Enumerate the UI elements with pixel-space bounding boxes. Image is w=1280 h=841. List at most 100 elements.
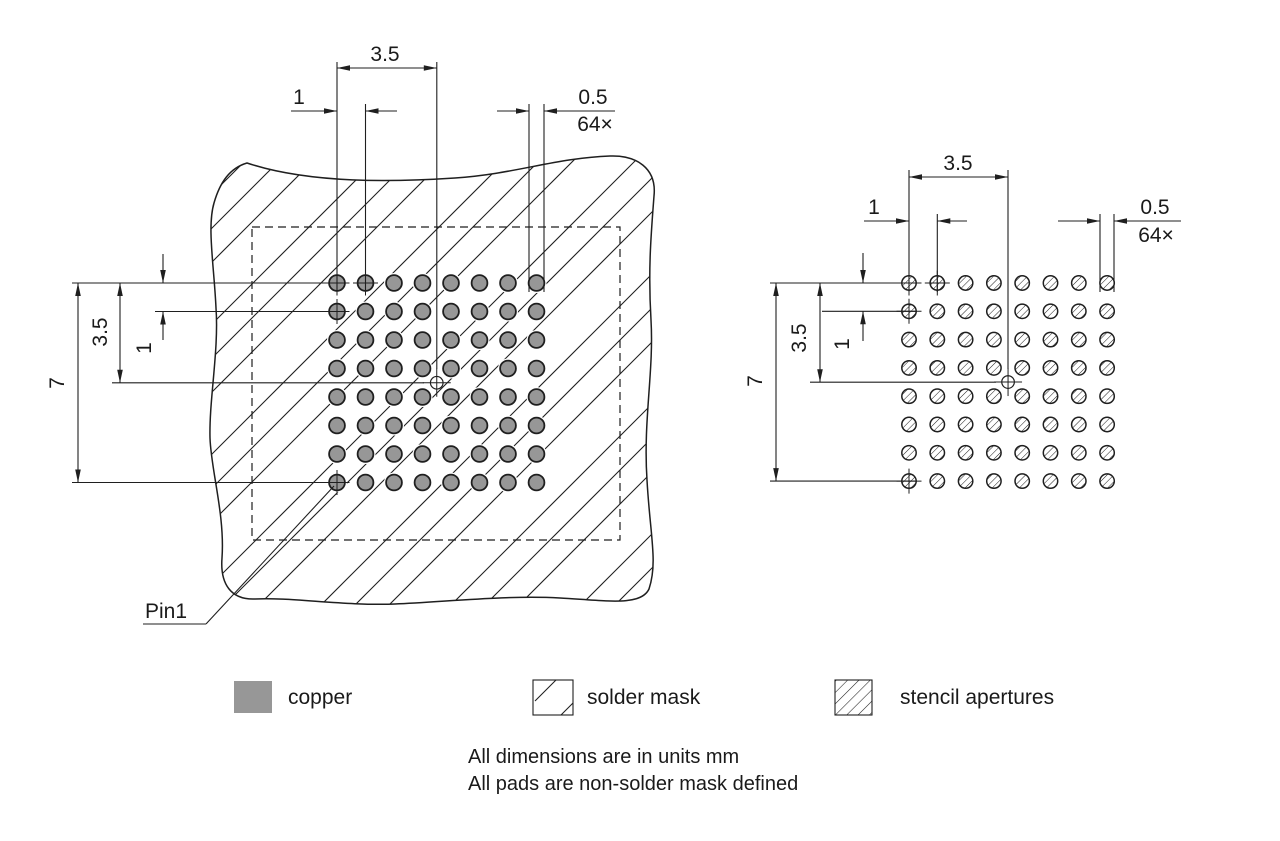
copper-pad bbox=[413, 331, 432, 349]
copper-pad bbox=[499, 274, 517, 292]
dim-label-row-pitch: 1 bbox=[133, 342, 156, 354]
stencil-aperture bbox=[957, 331, 974, 348]
stencil-aperture bbox=[957, 359, 974, 376]
stencil-aperture bbox=[1070, 473, 1087, 490]
drawing-notes: All dimensions are in units mm All pads … bbox=[468, 746, 798, 795]
solder-mask-hatch-line bbox=[209, 155, 625, 605]
copper-pad bbox=[356, 388, 375, 406]
stencil-aperture bbox=[901, 331, 917, 348]
copper-pad bbox=[442, 359, 460, 378]
stencil-aperture bbox=[1014, 275, 1031, 291]
solder-mask-hatch-line bbox=[209, 155, 655, 605]
stencil-aperture bbox=[1042, 359, 1059, 376]
solder-mask-hatch-line bbox=[209, 155, 461, 605]
stencil-aperture bbox=[1014, 444, 1031, 461]
stencil-aperture bbox=[1070, 359, 1087, 376]
solder-mask-hatch-line bbox=[209, 155, 331, 605]
solder-mask-hatch-line bbox=[209, 155, 591, 605]
copper-pad bbox=[385, 388, 403, 406]
solder-mask-hatch-line bbox=[275, 155, 655, 605]
right-view-labels: 3.5 1 0.5 64× 7 3.5 1 bbox=[744, 152, 1174, 387]
solder-mask-hatch bbox=[0, 110, 655, 650]
copper-pad bbox=[527, 302, 546, 321]
copper-pad bbox=[470, 274, 489, 292]
solder-mask-hatch-line bbox=[213, 155, 655, 605]
dim-label-pad-diameter: 0.5 bbox=[1140, 196, 1169, 219]
stencil-aperture bbox=[985, 275, 1002, 291]
copper-pad bbox=[442, 445, 460, 463]
solder-mask-hatch-line bbox=[0, 110, 200, 650]
solder-mask-hatch-line bbox=[209, 155, 235, 605]
copper-pad bbox=[328, 416, 346, 435]
dim-label-col-pitch: 1 bbox=[293, 86, 305, 109]
solder-mask-hatch-line bbox=[209, 155, 495, 605]
dim-label-row-center: 3.5 bbox=[788, 323, 811, 352]
copper-pad bbox=[527, 359, 546, 378]
copper-pad bbox=[442, 388, 460, 406]
stencil-aperture bbox=[957, 303, 974, 320]
stencil-aperture bbox=[1014, 473, 1031, 490]
solder-mask-hatch-line bbox=[209, 155, 427, 605]
stencil-aperture bbox=[1099, 473, 1116, 490]
copper-pad bbox=[413, 274, 432, 292]
copper-pad bbox=[385, 416, 403, 435]
solder-mask-hatch-line bbox=[405, 155, 655, 605]
right-view-dimensions bbox=[770, 170, 1181, 482]
stencil-aperture bbox=[1099, 331, 1116, 348]
copper-pad bbox=[385, 359, 403, 378]
dim-label-row-center: 3.5 bbox=[89, 317, 112, 346]
copper-pad bbox=[527, 473, 546, 492]
stencil-aperture bbox=[985, 416, 1002, 433]
pin1-leader-line bbox=[205, 485, 335, 625]
solder-mask-hatch-line bbox=[535, 155, 655, 605]
stencil-aperture bbox=[929, 473, 946, 490]
stencil-aperture bbox=[1099, 275, 1116, 291]
dim-label-pad-count: 64× bbox=[1138, 224, 1174, 247]
legend-label-copper: copper bbox=[288, 686, 352, 709]
stencil-aperture bbox=[1014, 388, 1031, 405]
stencil-aperture bbox=[985, 331, 1002, 348]
stencil-aperture bbox=[1099, 359, 1116, 376]
copper-pad bbox=[385, 473, 403, 492]
stencil-aperture bbox=[1099, 303, 1116, 320]
stencil-aperture bbox=[901, 444, 917, 461]
copper-pad-grid bbox=[327, 273, 547, 493]
dim-label-pad-diameter: 0.5 bbox=[578, 86, 607, 109]
dim-label-col-pitch: 1 bbox=[868, 196, 880, 219]
stencil-aperture bbox=[901, 416, 917, 433]
copper-pad bbox=[442, 302, 460, 321]
copper-pad bbox=[499, 473, 517, 492]
copper-pad bbox=[470, 302, 489, 321]
stencil-aperture bbox=[1070, 331, 1087, 348]
copper-pad bbox=[413, 445, 432, 463]
copper-pad bbox=[385, 331, 403, 349]
stencil-aperture bbox=[1014, 416, 1031, 433]
legend: copper solder mask stencil apertures bbox=[234, 679, 1054, 716]
dim-label-row-span: 7 bbox=[744, 375, 767, 387]
stencil-aperture bbox=[1042, 303, 1059, 320]
solder-mask-hatch-line bbox=[343, 155, 655, 605]
solder-mask-hatch-line bbox=[209, 155, 365, 605]
copper-pad bbox=[356, 416, 375, 435]
right-view-center-marks bbox=[896, 270, 1023, 494]
copper-pad bbox=[470, 445, 489, 463]
dim-label-pad-count: 64× bbox=[577, 113, 613, 136]
stencil-aperture bbox=[1042, 388, 1059, 405]
stencil-aperture bbox=[929, 359, 946, 376]
copper-pad bbox=[499, 388, 517, 406]
copper-pad bbox=[442, 473, 460, 492]
legend-solder-mask-hatch-line bbox=[560, 702, 574, 716]
copper-pad bbox=[413, 388, 432, 406]
stencil-aperture bbox=[1042, 275, 1059, 291]
copper-pad bbox=[527, 388, 546, 406]
dim-label-row-pitch: 1 bbox=[831, 338, 854, 350]
copper-pad bbox=[385, 445, 403, 463]
legend-label-stencil-apertures: stencil apertures bbox=[900, 686, 1054, 709]
stencil-aperture bbox=[901, 359, 917, 376]
stencil-aperture bbox=[1070, 416, 1087, 433]
stencil-aperture bbox=[985, 303, 1002, 320]
component-courtyard-outline bbox=[251, 226, 621, 541]
legend-swatch-copper bbox=[234, 681, 272, 713]
